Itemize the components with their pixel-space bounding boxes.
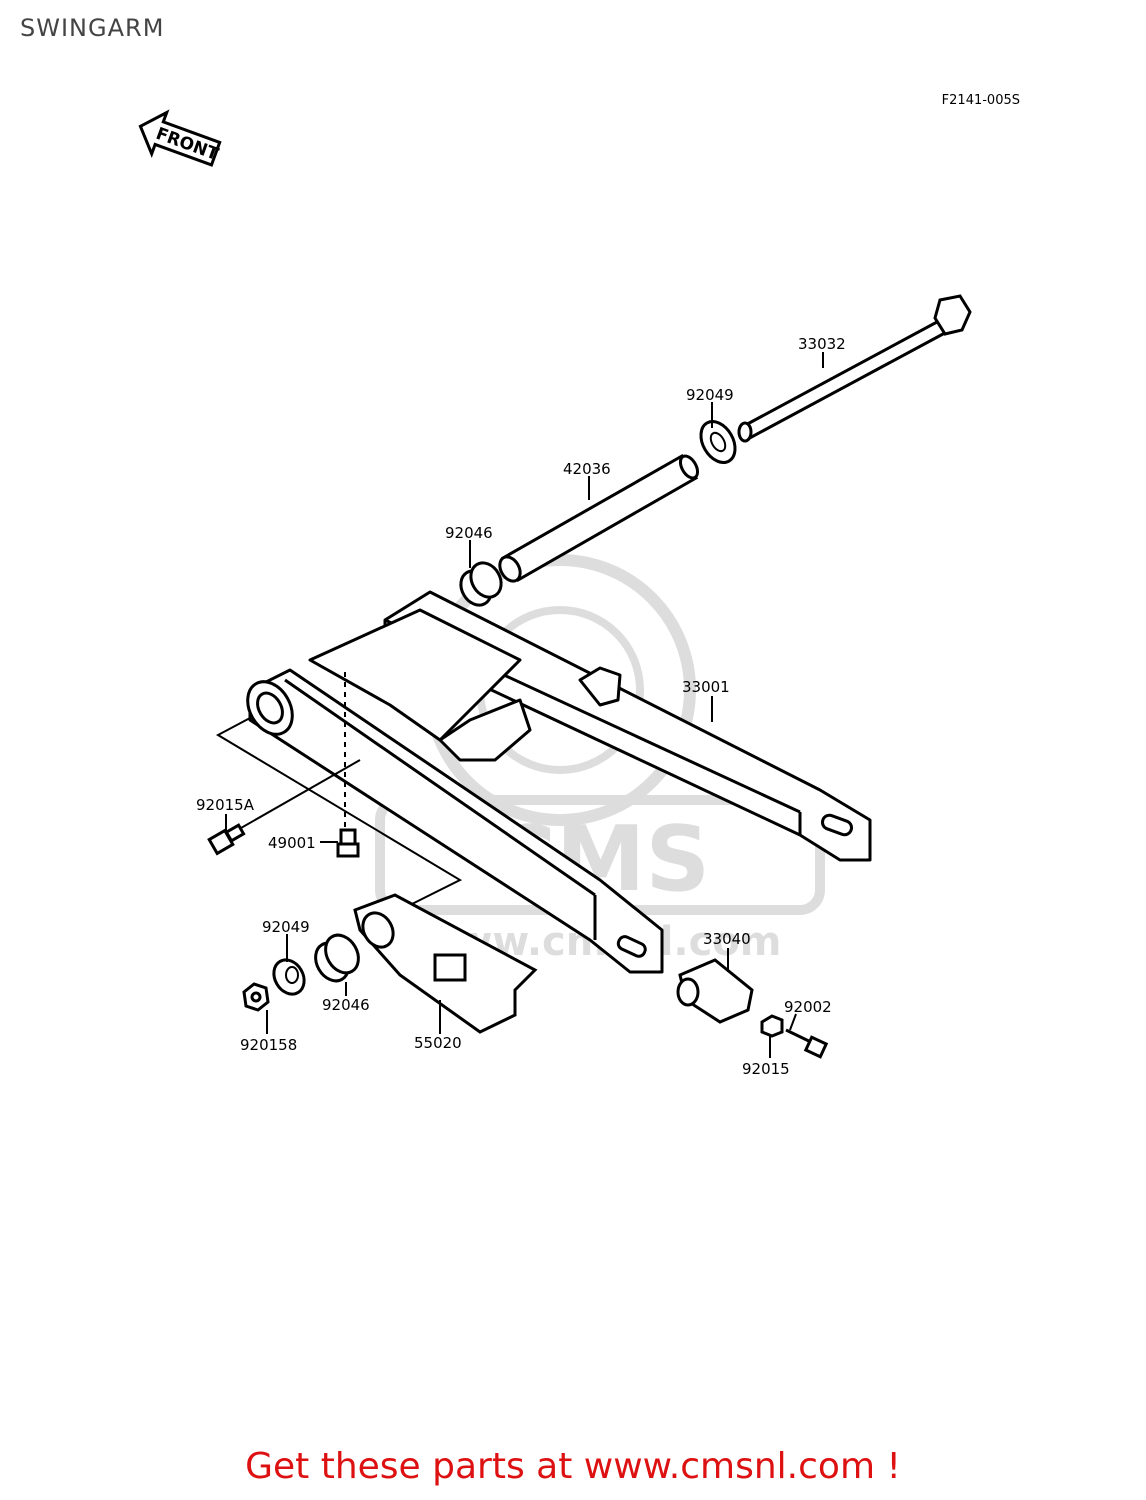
washer-92049-top [699,420,737,464]
washer-92049-bottom [272,958,306,996]
callout-92049-bottom: 92049 [262,918,310,936]
nut-920158 [242,982,270,1012]
chain-adjuster-33040 [676,958,754,1024]
front-arrow-icon: FRONT [138,109,222,167]
callout-92015: 92015 [742,1060,790,1078]
swingarm-33001 [246,590,872,974]
callout-33001: 33001 [682,678,730,696]
callout-49001: 49001 [268,834,316,852]
callout-42036: 42036 [563,460,611,478]
sleeve-42036 [498,453,700,583]
callout-920158: 920158 [240,1036,297,1054]
callout-92046-top: 92046 [445,524,493,542]
bolt-92015A [207,759,361,856]
nut-92015 [760,1014,784,1038]
bolt-92002 [785,1028,829,1059]
callout-92049-top: 92049 [686,386,734,404]
footer-link-text[interactable]: Get these parts at www.cmsnl.com ! [245,1446,901,1487]
bearing-92046-top [459,561,503,607]
diagram-code: F2141-005S [942,93,1020,108]
leader-lines [225,352,824,1058]
callout-92002: 92002 [784,998,832,1016]
page-title: SWINGARM [20,14,165,42]
grease-nipple-49001 [336,828,360,858]
callout-92015A: 92015A [196,796,255,814]
chain-guard-55020 [353,893,538,1034]
callout-33040: 33040 [703,930,751,948]
callout-92046-bottom: 92046 [322,996,370,1014]
reference-outline [215,717,463,906]
callout-labels: 33032 92049 42036 92046 33001 92015A 490… [196,335,846,1078]
callout-55020: 55020 [414,1034,462,1052]
callout-33032: 33032 [798,335,846,353]
footer-link[interactable]: Get these parts at www.cmsnl.com ! [0,1446,1146,1487]
pivot-shaft-33032 [737,294,972,443]
bearing-92046-bottom [314,933,360,983]
